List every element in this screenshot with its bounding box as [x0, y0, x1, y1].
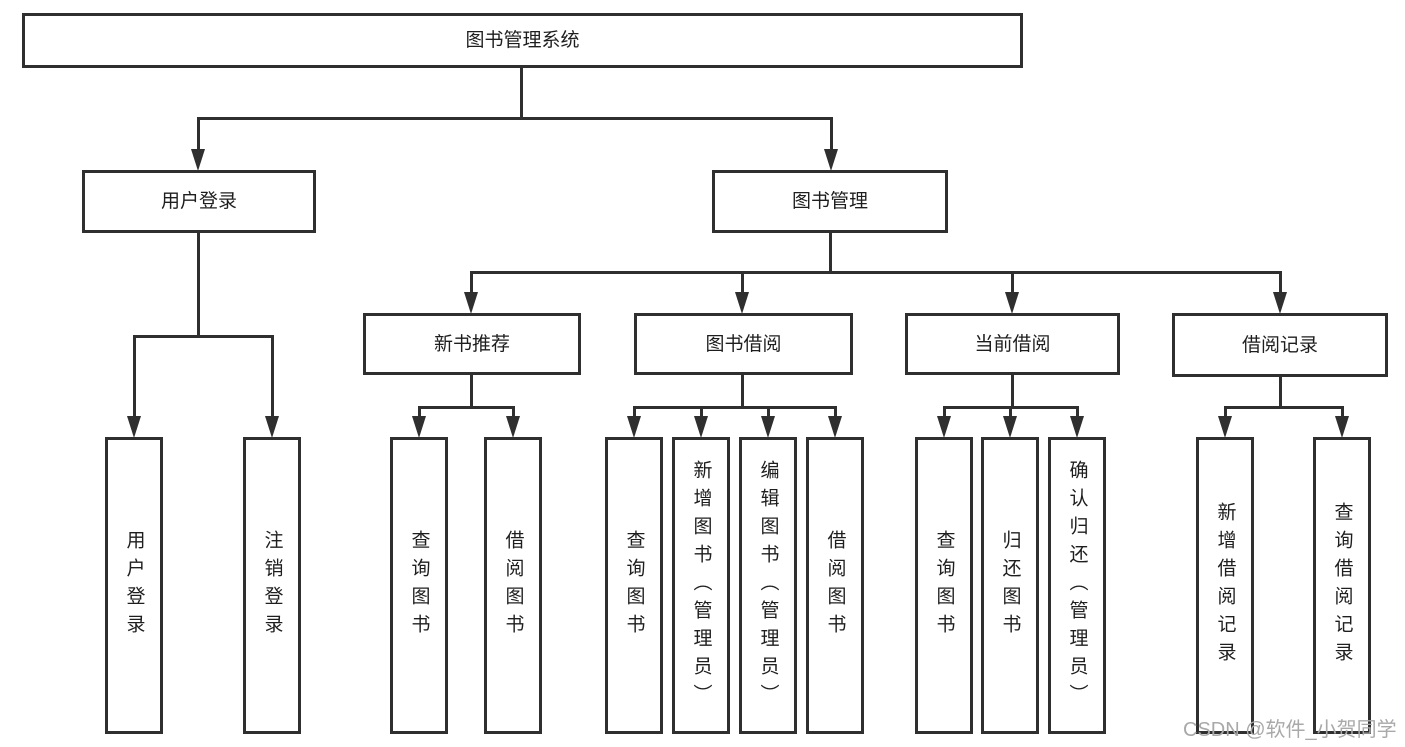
connector-new-book-recommend-arrowhead-icon — [506, 416, 520, 438]
connector-root-arrowhead-icon — [191, 149, 205, 171]
leaf-bb-borrow-book-label: 借阅图书 — [824, 529, 846, 642]
node-root: 图书管理系统 — [22, 13, 1023, 68]
connector-user-login-drop — [133, 336, 136, 418]
leaf-cb-return-book: 归还图书 — [981, 437, 1039, 734]
connector-new-book-recommend-bar — [418, 406, 515, 409]
leaf-logout-label: 注销登录 — [261, 529, 283, 642]
leaf-bb-edit-book: 编辑图书（管理员） — [739, 437, 797, 734]
node-user-login-label: 用户登录 — [160, 191, 237, 212]
connector-book-management-stem — [829, 231, 832, 274]
connector-book-borrow-stem — [741, 373, 744, 409]
connector-root-bar — [197, 117, 833, 120]
leaf-br-query-record: 查询借阅记录 — [1313, 437, 1371, 734]
leaf-bb-borrow-book: 借阅图书 — [806, 437, 864, 734]
node-new-book-recommend: 新书推荐 — [363, 313, 581, 375]
connector-book-management-drop — [470, 272, 473, 294]
connector-current-borrow-drop — [943, 407, 946, 418]
connector-current-borrow-drop — [1009, 407, 1012, 418]
node-current-borrow: 当前借阅 — [905, 313, 1120, 375]
node-book-management: 图书管理 — [712, 170, 948, 233]
connector-book-borrow-drop — [700, 407, 703, 418]
connector-root-drop — [830, 118, 833, 151]
connector-borrow-record-bar — [1224, 406, 1344, 409]
connector-root-stem — [520, 66, 523, 120]
leaf-cb-return-book-label: 归还图书 — [999, 529, 1021, 642]
connector-book-management-arrowhead-icon — [735, 292, 749, 314]
connector-user-login-arrowhead-icon — [127, 416, 141, 438]
leaf-rec-query-book: 查询图书 — [390, 437, 448, 734]
leaf-cb-query-book-label: 查询图书 — [933, 529, 955, 642]
connector-current-borrow-stem — [1011, 373, 1014, 409]
connector-book-management-bar — [470, 271, 1282, 274]
leaf-br-query-record-label: 查询借阅记录 — [1331, 501, 1353, 670]
connector-borrow-record-drop — [1224, 407, 1227, 418]
connector-new-book-recommend-stem — [470, 373, 473, 409]
leaf-bb-edit-book-label: 编辑图书（管理员） — [757, 459, 779, 712]
node-book-management-label: 图书管理 — [791, 191, 868, 212]
connector-new-book-recommend-arrowhead-icon — [412, 416, 426, 438]
node-new-book-recommend-label: 新书推荐 — [433, 333, 510, 355]
connector-book-borrow-arrowhead-icon — [761, 416, 775, 438]
connector-new-book-recommend-drop — [418, 407, 421, 418]
connector-book-management-arrowhead-icon — [1273, 292, 1287, 314]
connector-book-borrow-drop — [633, 407, 636, 418]
connector-current-borrow-arrowhead-icon — [1003, 416, 1017, 438]
leaf-rec-query-book-label: 查询图书 — [408, 529, 430, 642]
connector-borrow-record-stem — [1279, 375, 1282, 409]
node-borrow-record-label: 借阅记录 — [1241, 334, 1318, 356]
leaf-cb-query-book: 查询图书 — [915, 437, 973, 734]
node-book-borrow-label: 图书借阅 — [705, 333, 782, 355]
node-book-borrow: 图书借阅 — [634, 313, 853, 375]
leaf-rec-borrow-book-label: 借阅图书 — [502, 529, 524, 642]
connector-book-borrow-arrowhead-icon — [828, 416, 842, 438]
connector-current-borrow-arrowhead-icon — [937, 416, 951, 438]
connector-user-login-stem — [197, 231, 200, 338]
connector-root-drop — [197, 118, 200, 151]
leaf-bb-add-book-label: 新增图书（管理员） — [690, 459, 712, 712]
connector-book-borrow-drop — [834, 407, 837, 418]
node-user-login: 用户登录 — [82, 170, 316, 233]
connector-book-borrow-arrowhead-icon — [627, 416, 641, 438]
connector-borrow-record-drop — [1341, 407, 1344, 418]
leaf-br-add-record: 新增借阅记录 — [1196, 437, 1254, 734]
connector-user-login-bar — [133, 335, 274, 338]
connector-book-borrow-drop — [767, 407, 770, 418]
watermark: CSDN @软件_小贺同学 — [1183, 719, 1397, 741]
connector-book-management-arrowhead-icon — [1005, 292, 1019, 314]
connector-current-borrow-drop — [1076, 407, 1079, 418]
connector-book-borrow-bar — [633, 406, 837, 409]
leaf-cb-confirm-return: 确认归还（管理员） — [1048, 437, 1106, 734]
leaf-logout: 注销登录 — [243, 437, 301, 734]
leaf-user-login: 用户登录 — [105, 437, 163, 734]
connector-borrow-record-arrowhead-icon — [1218, 416, 1232, 438]
connector-book-management-drop — [741, 272, 744, 294]
leaf-rec-borrow-book: 借阅图书 — [484, 437, 542, 734]
connector-current-borrow-arrowhead-icon — [1070, 416, 1084, 438]
node-root-label: 图书管理系统 — [465, 30, 580, 51]
leaf-bb-query-book: 查询图书 — [605, 437, 663, 734]
connector-book-management-arrowhead-icon — [464, 292, 478, 314]
leaf-br-add-record-label: 新增借阅记录 — [1214, 501, 1236, 670]
node-borrow-record: 借阅记录 — [1172, 313, 1388, 377]
connector-new-book-recommend-drop — [512, 407, 515, 418]
connector-book-borrow-arrowhead-icon — [694, 416, 708, 438]
connector-user-login-arrowhead-icon — [265, 416, 279, 438]
connector-root-arrowhead-icon — [824, 149, 838, 171]
node-current-borrow-label: 当前借阅 — [974, 333, 1051, 355]
connector-borrow-record-arrowhead-icon — [1335, 416, 1349, 438]
connector-user-login-drop — [271, 336, 274, 418]
leaf-bb-query-book-label: 查询图书 — [623, 529, 645, 642]
leaf-cb-confirm-return-label: 确认归还（管理员） — [1066, 459, 1088, 712]
connector-book-management-drop — [1011, 272, 1014, 294]
leaf-user-login-label: 用户登录 — [123, 529, 145, 642]
leaf-bb-add-book: 新增图书（管理员） — [672, 437, 730, 734]
connector-book-management-drop — [1279, 272, 1282, 294]
